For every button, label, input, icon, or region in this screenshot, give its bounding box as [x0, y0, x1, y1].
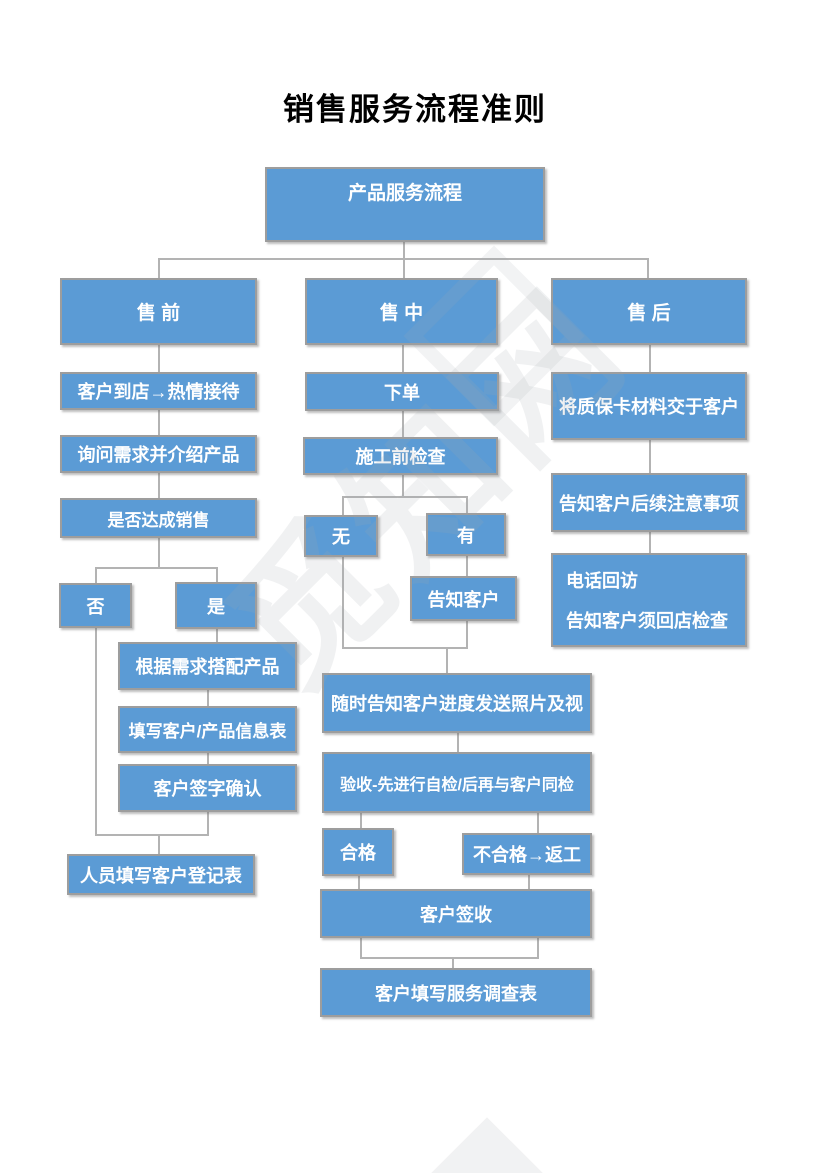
node-label: 有 [457, 525, 475, 546]
connector-line [158, 258, 160, 278]
connector-line [158, 473, 160, 498]
node-label: 客户填写服务调查表 [375, 983, 537, 1004]
connector-line [207, 753, 209, 764]
node-presale-final: 人员填写客户登记表 [67, 854, 255, 895]
connector-line [457, 733, 459, 752]
node-label: 施工前检查 [355, 447, 446, 467]
node-label: 不合格→返工 [473, 845, 581, 865]
connector-line [537, 938, 539, 959]
node-midsale-step5: 客户签收 [320, 889, 592, 938]
connector-line [402, 345, 404, 372]
node-have-step: 告知客户 [410, 576, 517, 621]
node-midsale-step1: 下单 [305, 372, 499, 411]
node-label: 随时告知客户进度发送照片及视 [331, 694, 583, 714]
node-label: 售 中 [379, 303, 424, 324]
connector-line [342, 647, 468, 649]
connector-line [649, 532, 651, 553]
connector-line [360, 957, 539, 959]
connector-line [528, 875, 530, 889]
connector-line [158, 258, 648, 260]
node-label: 售 前 [136, 303, 181, 324]
node-label: 告知客户后续注意事项 [559, 493, 739, 514]
node-presale-step3: 是否达成销售 [60, 498, 257, 538]
node-label: 询问需求并介绍产品 [77, 445, 240, 465]
page-title: 销售服务流程准则 [283, 92, 547, 127]
node-yes-step1: 根据需求搭配产品 [118, 642, 297, 690]
node-label: 合格 [340, 843, 376, 863]
connector-line [158, 834, 160, 854]
node-check-none: 无 [304, 515, 378, 557]
node-label: 客户签字确认 [153, 779, 262, 799]
connector-line [466, 556, 468, 576]
node-presale-step1: 客户到店→热情接待 [60, 372, 257, 410]
node-midsale-step3: 随时告知客户进度发送照片及视 [322, 673, 592, 733]
node-result-pass: 合格 [322, 828, 394, 876]
connector-line [446, 647, 448, 673]
connector-line [358, 876, 360, 889]
connector-line [207, 812, 209, 836]
connector-line [466, 496, 468, 513]
node-label-line1: 电话回访 [566, 571, 638, 591]
connector-line [466, 621, 468, 649]
node-midsale-step4: 验收-先进行自检/后再与客户同检 [322, 752, 592, 813]
node-yes-step3: 客户签字确认 [118, 764, 297, 812]
node-label: 是否达成销售 [107, 510, 210, 530]
connector-line [216, 567, 218, 582]
connector-line [342, 496, 468, 498]
node-label: 验收-先进行自检/后再与客户同检 [340, 776, 574, 794]
watermark-bottom-diamond-icon [409, 1117, 565, 1173]
connector-line [158, 345, 160, 372]
connector-line [537, 813, 539, 833]
connector-line [95, 628, 97, 836]
node-label: 人员填写客户登记表 [80, 865, 242, 886]
node-label: 客户到店→热情接待 [77, 382, 240, 402]
node-label: 产品服务流程 [347, 183, 462, 204]
connector-line [342, 557, 344, 649]
node-yes-step2: 填写客户/产品信息表 [118, 706, 297, 753]
node-check-have: 有 [426, 513, 506, 556]
node-label: 无 [332, 527, 350, 547]
connector-line [649, 345, 651, 372]
node-label: 根据需求搭配产品 [135, 657, 280, 677]
connector-line [402, 411, 404, 437]
node-presale-header: 售 前 [60, 278, 257, 345]
node-decision-no: 否 [59, 583, 132, 628]
node-label: 客户签收 [420, 904, 492, 925]
connector-line [402, 475, 404, 497]
node-aftersale-step1: 将质保卡材料交于客户 [551, 372, 747, 440]
connector-line [649, 440, 651, 473]
connector-line [95, 567, 217, 569]
connector-line [95, 567, 97, 583]
node-aftersale-header: 售 后 [551, 278, 747, 345]
node-label: 告知客户 [427, 589, 500, 610]
connector-line [342, 496, 344, 515]
node-label: 填写客户/产品信息表 [128, 722, 287, 741]
connector-line [360, 938, 362, 959]
node-midsale-header: 售 中 [305, 278, 498, 345]
node-decision-yes: 是 [175, 582, 257, 629]
node-label-line2: 告知客户须回店检查 [566, 611, 728, 631]
connector-line [452, 957, 454, 968]
connector-line [403, 242, 405, 278]
node-label: 是 [207, 596, 225, 617]
connector-line [158, 538, 160, 568]
connector-line [158, 410, 160, 435]
node-aftersale-step2: 告知客户后续注意事项 [551, 473, 747, 532]
connector-line [360, 813, 362, 828]
node-result-fail: 不合格→返工 [462, 833, 592, 875]
node-presale-step2: 询问需求并介绍产品 [60, 435, 257, 473]
node-label: 将质保卡材料交于客户 [559, 397, 739, 417]
node-midsale-step6: 客户填写服务调查表 [320, 968, 592, 1017]
node-aftersale-step3: 电话回访 告知客户须回店检查 [551, 553, 747, 647]
node-label: 否 [86, 596, 105, 617]
node-root: 产品服务流程 [265, 167, 545, 242]
connector-line [95, 834, 208, 836]
node-midsale-step2: 施工前检查 [303, 437, 498, 475]
node-label: 售 后 [627, 303, 671, 324]
node-label: 下单 [384, 382, 420, 403]
connector-line [207, 690, 209, 706]
connector-line [647, 258, 649, 278]
connector-line [216, 629, 218, 642]
